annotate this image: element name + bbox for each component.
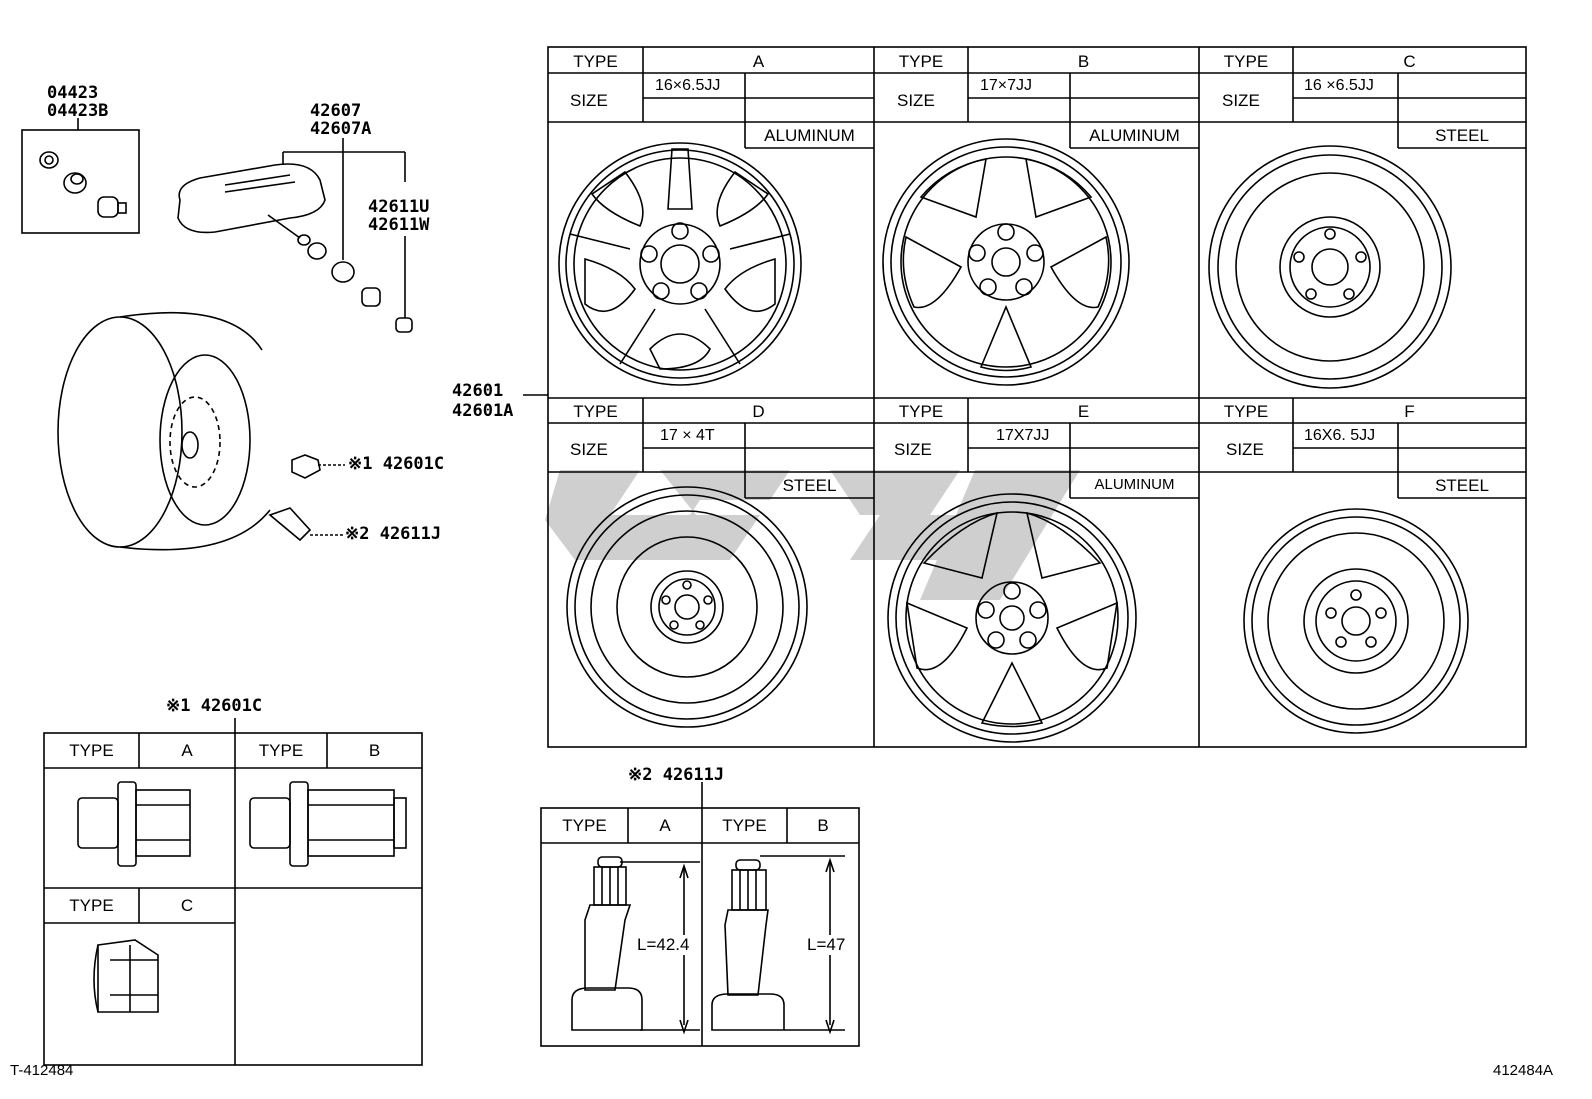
part-number-42611u: 42611U (368, 197, 430, 217)
valve-b-type: B (817, 816, 829, 835)
nut-b-drawing (249, 781, 407, 867)
wheel-f-drawing (1243, 508, 1469, 734)
nut-a-type-label: TYPE (69, 741, 114, 760)
valve-table-grid (540, 782, 860, 1047)
wheel-a-drawing (558, 142, 802, 386)
wheel-f-material: STEEL (1435, 476, 1489, 495)
wheel-e-material: ALUMINUM (1094, 476, 1175, 493)
wheel-d-type: D (752, 402, 765, 421)
wheel-f-size: 16X6. 5JJ (1304, 427, 1376, 444)
part-number-42607a: 42607A (310, 119, 372, 139)
nut-table-grid (43, 718, 423, 1066)
valve-a-type: A (659, 816, 671, 835)
wheel-e-size: 17X7JJ (996, 427, 1050, 444)
wheel-e-type-label: TYPE (898, 402, 944, 421)
wheel-b-type-label: TYPE (898, 52, 944, 71)
wheel-b-size: 17×7JJ (980, 77, 1033, 94)
nut-b-type: B (368, 741, 381, 760)
wheel-c-type: C (1403, 52, 1416, 71)
wheel-a-size: 16×6.5JJ (655, 77, 721, 94)
nut-c-type: C (180, 896, 194, 915)
valve-table-title: ※2 42611J (628, 765, 725, 785)
part-number-42601a: 42601A (452, 401, 514, 421)
wheel-d-material: STEEL (782, 476, 837, 495)
nut-a-drawing (77, 781, 191, 867)
wheel-f-type: F (1404, 402, 1415, 421)
wheel-c-size: 16 ×6.5JJ (1304, 77, 1374, 94)
wheel-d-type-label: TYPE (573, 402, 618, 421)
wheel-b-size-label: SIZE (897, 91, 935, 110)
wheel-e-size-label: SIZE (894, 440, 932, 459)
wheel-c-drawing (1208, 145, 1452, 389)
footer-left-code: T-412484 (10, 1062, 74, 1079)
wheel-d-size-label: SIZE (570, 440, 608, 459)
part-number-42611w: 42611W (368, 215, 430, 235)
wheel-a-type-label: TYPE (573, 52, 618, 71)
nut-table-title: ※1 42601C (166, 696, 263, 716)
wheel-e-type: E (1077, 402, 1090, 421)
part-number-42601: 42601 (452, 381, 504, 401)
callout-hub-nut: ※1 42601C (348, 454, 445, 474)
part-number-04423b: 04423B (47, 101, 109, 121)
nut-c-type-label: TYPE (69, 896, 114, 915)
wheel-table-grid (547, 46, 1527, 748)
part-number-04423: 04423 (47, 83, 99, 103)
nut-a-type: A (181, 741, 193, 760)
wheel-c-material: STEEL (1435, 126, 1489, 145)
wheel-c-size-label: SIZE (1222, 91, 1260, 110)
wheel-b-material: ALUMINUM (1089, 126, 1180, 145)
wheel-b-type: B (1077, 52, 1090, 71)
wheel-e-drawing (887, 493, 1137, 743)
wheel-b-drawing (882, 138, 1130, 386)
valve-a-length: L=42.4 (637, 935, 690, 955)
wheel-a-size-label: SIZE (570, 91, 608, 110)
wheel-f-size-label: SIZE (1226, 440, 1264, 459)
wheel-a-type: A (752, 52, 765, 71)
wheel-c-type-label: TYPE (1223, 52, 1269, 71)
kit-box (21, 129, 140, 234)
nut-b-type-label: TYPE (258, 741, 304, 760)
callout-valve-stem: ※2 42611J (345, 524, 442, 544)
wheel-f-type-label: TYPE (1223, 402, 1269, 421)
footer-right-code: 412484A (1493, 1062, 1554, 1079)
wheel-d-size: 17 × 4T (660, 427, 715, 444)
wheel-d-drawing (566, 486, 808, 728)
valve-b-type-label: TYPE (722, 816, 767, 835)
part-number-42607: 42607 (310, 101, 362, 121)
valve-a-type-label: TYPE (562, 816, 607, 835)
valve-b-length: L=47 (807, 935, 846, 955)
wheel-a-material: ALUMINUM (764, 126, 855, 145)
nut-c-drawing (93, 939, 159, 1013)
